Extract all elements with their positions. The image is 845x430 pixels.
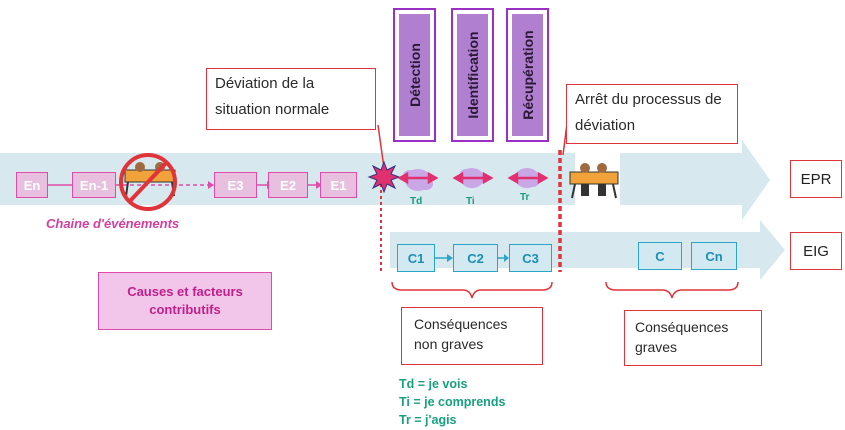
phase-detection: Détection <box>393 8 436 142</box>
mild-consequences-label: Conséquences non graves <box>401 307 543 365</box>
marker-tr: Tr <box>520 192 530 203</box>
severe-consequences-label: Conséquences graves <box>624 310 762 366</box>
outcome-epr: EPR <box>790 160 842 198</box>
outcome-eig: EIG <box>790 232 842 270</box>
event-box-e3: E3 <box>214 172 257 198</box>
consequence-box-c: C <box>638 242 682 270</box>
consequence-box-c2: C2 <box>453 244 498 272</box>
marker-td: Td <box>410 196 423 207</box>
marker-ti: Ti <box>466 196 475 207</box>
burst-icon <box>367 160 401 194</box>
legend-td: Td = je vois <box>399 377 468 391</box>
brace-severe <box>605 281 739 299</box>
phase-recuperation: Récupération <box>506 8 549 142</box>
stop-callout: Arrêt du processus de déviation <box>566 84 738 144</box>
phase-detection-label: Détection <box>406 43 423 107</box>
event-box-e2: E2 <box>268 172 308 198</box>
epr-arrow <box>620 140 770 220</box>
legend-tr: Tr = j'agis <box>399 413 457 427</box>
barrier-crossed-icon <box>119 153 177 211</box>
phase-identification-label: Identification <box>464 31 481 119</box>
phase-recuperation-label: Récupération <box>519 30 536 120</box>
barrier-people-icon <box>569 163 619 199</box>
phase-identification: Identification <box>451 8 494 142</box>
legend-ti: Ti = je comprends <box>399 395 506 409</box>
consequence-box-cn: Cn <box>691 242 737 270</box>
event-box-en: En <box>16 172 48 198</box>
causes-box: Causes et facteurs contributifs <box>98 272 272 330</box>
chain-label: Chaine d'événements <box>46 216 180 231</box>
deviation-callout: Déviation de la situation normale <box>206 68 376 130</box>
consequence-box-c1: C1 <box>397 244 435 272</box>
event-box-en-1: En-1 <box>72 172 116 198</box>
consequence-box-c3: C3 <box>509 244 552 272</box>
event-box-e1: E1 <box>320 172 357 198</box>
brace-mild <box>391 281 553 299</box>
